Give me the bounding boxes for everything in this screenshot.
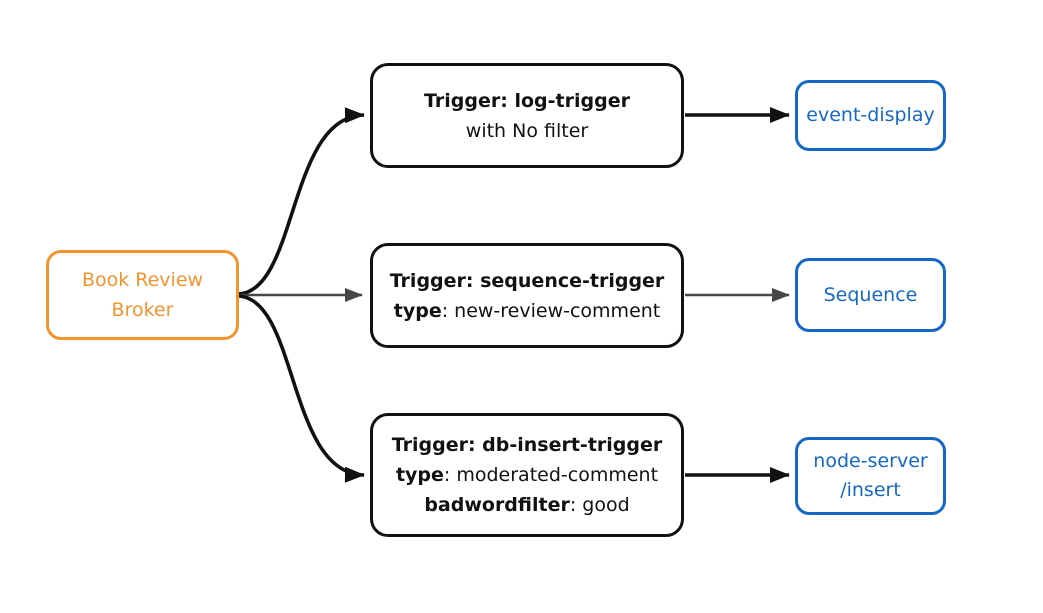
log-trigger-detail: with No filter: [466, 116, 588, 146]
db-insert-trigger-type-key: type: [395, 464, 444, 486]
sequence-trigger-title: Trigger: sequence-trigger: [389, 269, 665, 292]
node-node-server-insert: node-server /insert: [795, 437, 946, 515]
db-insert-trigger-type-value: : moderated-comment: [443, 464, 659, 486]
broker-label-line2: Broker: [111, 299, 174, 321]
arrow-broker-to-db-insert-trigger: [238, 294, 365, 483]
log-trigger-title: Trigger: log-trigger: [424, 89, 630, 112]
sequence-trigger-detail-value: : new-review-comment: [441, 299, 661, 322]
node-log-trigger: Trigger: log-trigger with No filter: [370, 63, 684, 168]
node-server-label-line2: /insert: [840, 479, 901, 501]
sequence-label: Sequence: [823, 283, 918, 306]
node-sequence: Sequence: [795, 258, 946, 332]
node-event-display: event-display: [795, 80, 946, 151]
event-display-label: event-display: [806, 104, 935, 126]
node-book-review-broker: Book Review Broker: [46, 250, 239, 340]
db-insert-trigger-detail-type: type: moderated-comment: [396, 460, 658, 490]
log-trigger-detail-value: with No filter: [465, 119, 589, 142]
sequence-trigger-detail-key: type: [393, 299, 442, 322]
node-sequence-trigger: Trigger: sequence-trigger type: new-revi…: [370, 243, 684, 348]
db-insert-trigger-detail-badwordfilter: badwordfilter: good: [424, 490, 629, 520]
db-insert-trigger-badwordfilter-value: : good: [569, 494, 630, 516]
db-insert-trigger-title: Trigger: db-insert-trigger: [391, 434, 663, 456]
arrow-broker-to-log-trigger: [238, 107, 365, 296]
broker-label-line1: Book Review: [81, 269, 204, 291]
sequence-trigger-detail: type: new-review-comment: [394, 296, 661, 326]
node-db-insert-trigger: Trigger: db-insert-trigger type: moderat…: [370, 413, 684, 537]
db-insert-trigger-badwordfilter-key: badwordfilter: [424, 494, 570, 516]
node-server-label-line1: node-server: [813, 450, 928, 472]
